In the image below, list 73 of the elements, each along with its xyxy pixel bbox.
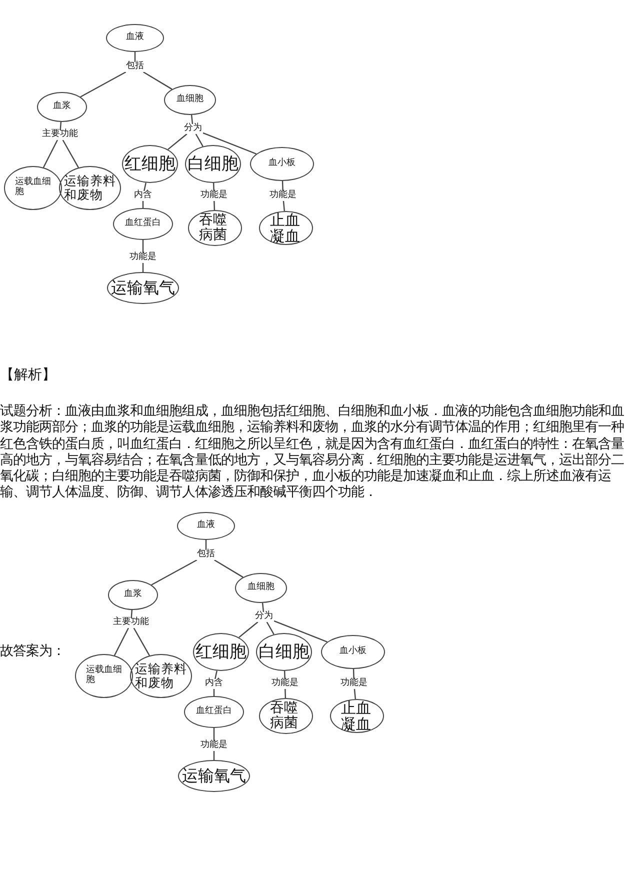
link-word: 包括	[196, 550, 216, 560]
connector-line	[151, 559, 198, 586]
connector-line	[144, 182, 146, 192]
connector-line	[282, 180, 284, 192]
link-word: 功能是	[200, 741, 228, 751]
connector-line	[274, 620, 328, 642]
link-word: 功能是	[128, 253, 158, 263]
link-word: 功能是	[200, 191, 228, 201]
concept-ellipse: 血小板	[321, 635, 385, 669]
link-word: 功能是	[340, 679, 368, 689]
concept-ellipse: 血浆	[37, 92, 87, 122]
connector-line	[62, 140, 79, 168]
concept-ellipse: 血细胞	[235, 573, 287, 603]
connector-line	[134, 52, 136, 62]
concept-ellipse: 运载血细胞	[4, 166, 62, 210]
connector-line	[143, 71, 172, 90]
link-word: 分为	[254, 612, 274, 622]
concept-ellipse: 运输养料和废物	[59, 166, 121, 210]
connector-line	[142, 240, 144, 253]
link-word: 主要功能	[112, 618, 150, 628]
link-word: 功能是	[270, 679, 300, 689]
analysis-paragraph: 试题分析：血液由血浆和血细胞组成，血细胞包括红细胞、白细胞和血小板．血液的功能包含血细胞功能和血浆功能两部分；血浆的功能是运载血细胞，运输养料和废物，血浆的水分有调节体温的作用；红细胞里有一种红色含铁的蛋白质，叫血红蛋白．红细胞之所以呈红色，就是因为含有血红蛋白．血红蛋白的特性：在氧含量高的地方，与氧容易结合；在氧含量低的地方，又与氧容易分离．红细胞的主要功能是运进氧气，运出部分二氧化碳；白细胞的主要功能是吞噬病菌，防御和保护，血小板的功能是加速凝血和止血．综上所述血液有运输、调节人体温度、防御、调节人体渗透压和酸碱平衡四个功能．	[0, 404, 625, 502]
connector-line	[114, 628, 129, 656]
concept-ellipse: 运输氧气	[178, 760, 250, 792]
section-heading: 【解析】	[0, 366, 57, 384]
concept-ellipse: 止血凝血	[330, 699, 384, 733]
concept-ellipse: 运载血细胞	[75, 654, 133, 698]
connector-line	[205, 540, 207, 550]
connector-line	[238, 622, 258, 638]
concept-ellipse: 血浆	[108, 580, 158, 610]
connector-line	[213, 728, 215, 741]
link-word: 内含	[204, 679, 224, 689]
link-word: 分为	[183, 124, 203, 134]
concept-ellipse: 白细胞	[256, 633, 312, 671]
connector-line	[213, 182, 214, 192]
answer-prefix: 故答案为：	[0, 642, 66, 660]
connector-line	[352, 668, 354, 680]
connector-line	[42, 140, 58, 168]
connector-line	[266, 622, 274, 635]
connector-line	[282, 200, 285, 212]
concept-ellipse: 血细胞	[164, 85, 216, 115]
concept-ellipse: 白细胞	[185, 145, 241, 183]
connector-line	[168, 134, 188, 150]
connector-line	[133, 628, 150, 656]
link-word: 内含	[133, 191, 153, 201]
concept-ellipse: 吞噬病菌	[188, 210, 242, 246]
connector-line	[130, 610, 133, 618]
link-word: 功能是	[268, 191, 298, 201]
concept-ellipse: 吞噬病菌	[259, 698, 313, 734]
connector-line	[354, 688, 356, 700]
concept-ellipse: 红细胞	[122, 145, 178, 183]
connector-line	[214, 559, 244, 578]
concept-ellipse: 血红蛋白	[113, 208, 173, 240]
connector-line	[202, 132, 256, 154]
link-word: 包括	[125, 62, 145, 72]
concept-ellipse: 止血凝血	[259, 211, 313, 245]
connector-line	[284, 670, 286, 680]
concept-ellipse: 血液	[106, 24, 164, 52]
connector-line	[262, 602, 264, 612]
concept-ellipse: 血液	[177, 512, 235, 540]
concept-ellipse: 血小板	[250, 147, 314, 181]
link-word: 主要功能	[41, 130, 79, 140]
concept-ellipse: 红细胞	[193, 633, 249, 671]
connector-line	[195, 134, 204, 147]
connector-line	[190, 114, 194, 124]
connector-line	[60, 122, 62, 130]
concept-ellipse: 血红蛋白	[184, 696, 244, 728]
connector-line	[284, 688, 286, 698]
concept-ellipse: 运输氧气	[107, 272, 179, 304]
connector-line	[214, 200, 216, 210]
connector-line	[80, 71, 126, 98]
connector-line	[214, 670, 218, 680]
concept-ellipse: 运输养料和废物	[130, 654, 192, 698]
